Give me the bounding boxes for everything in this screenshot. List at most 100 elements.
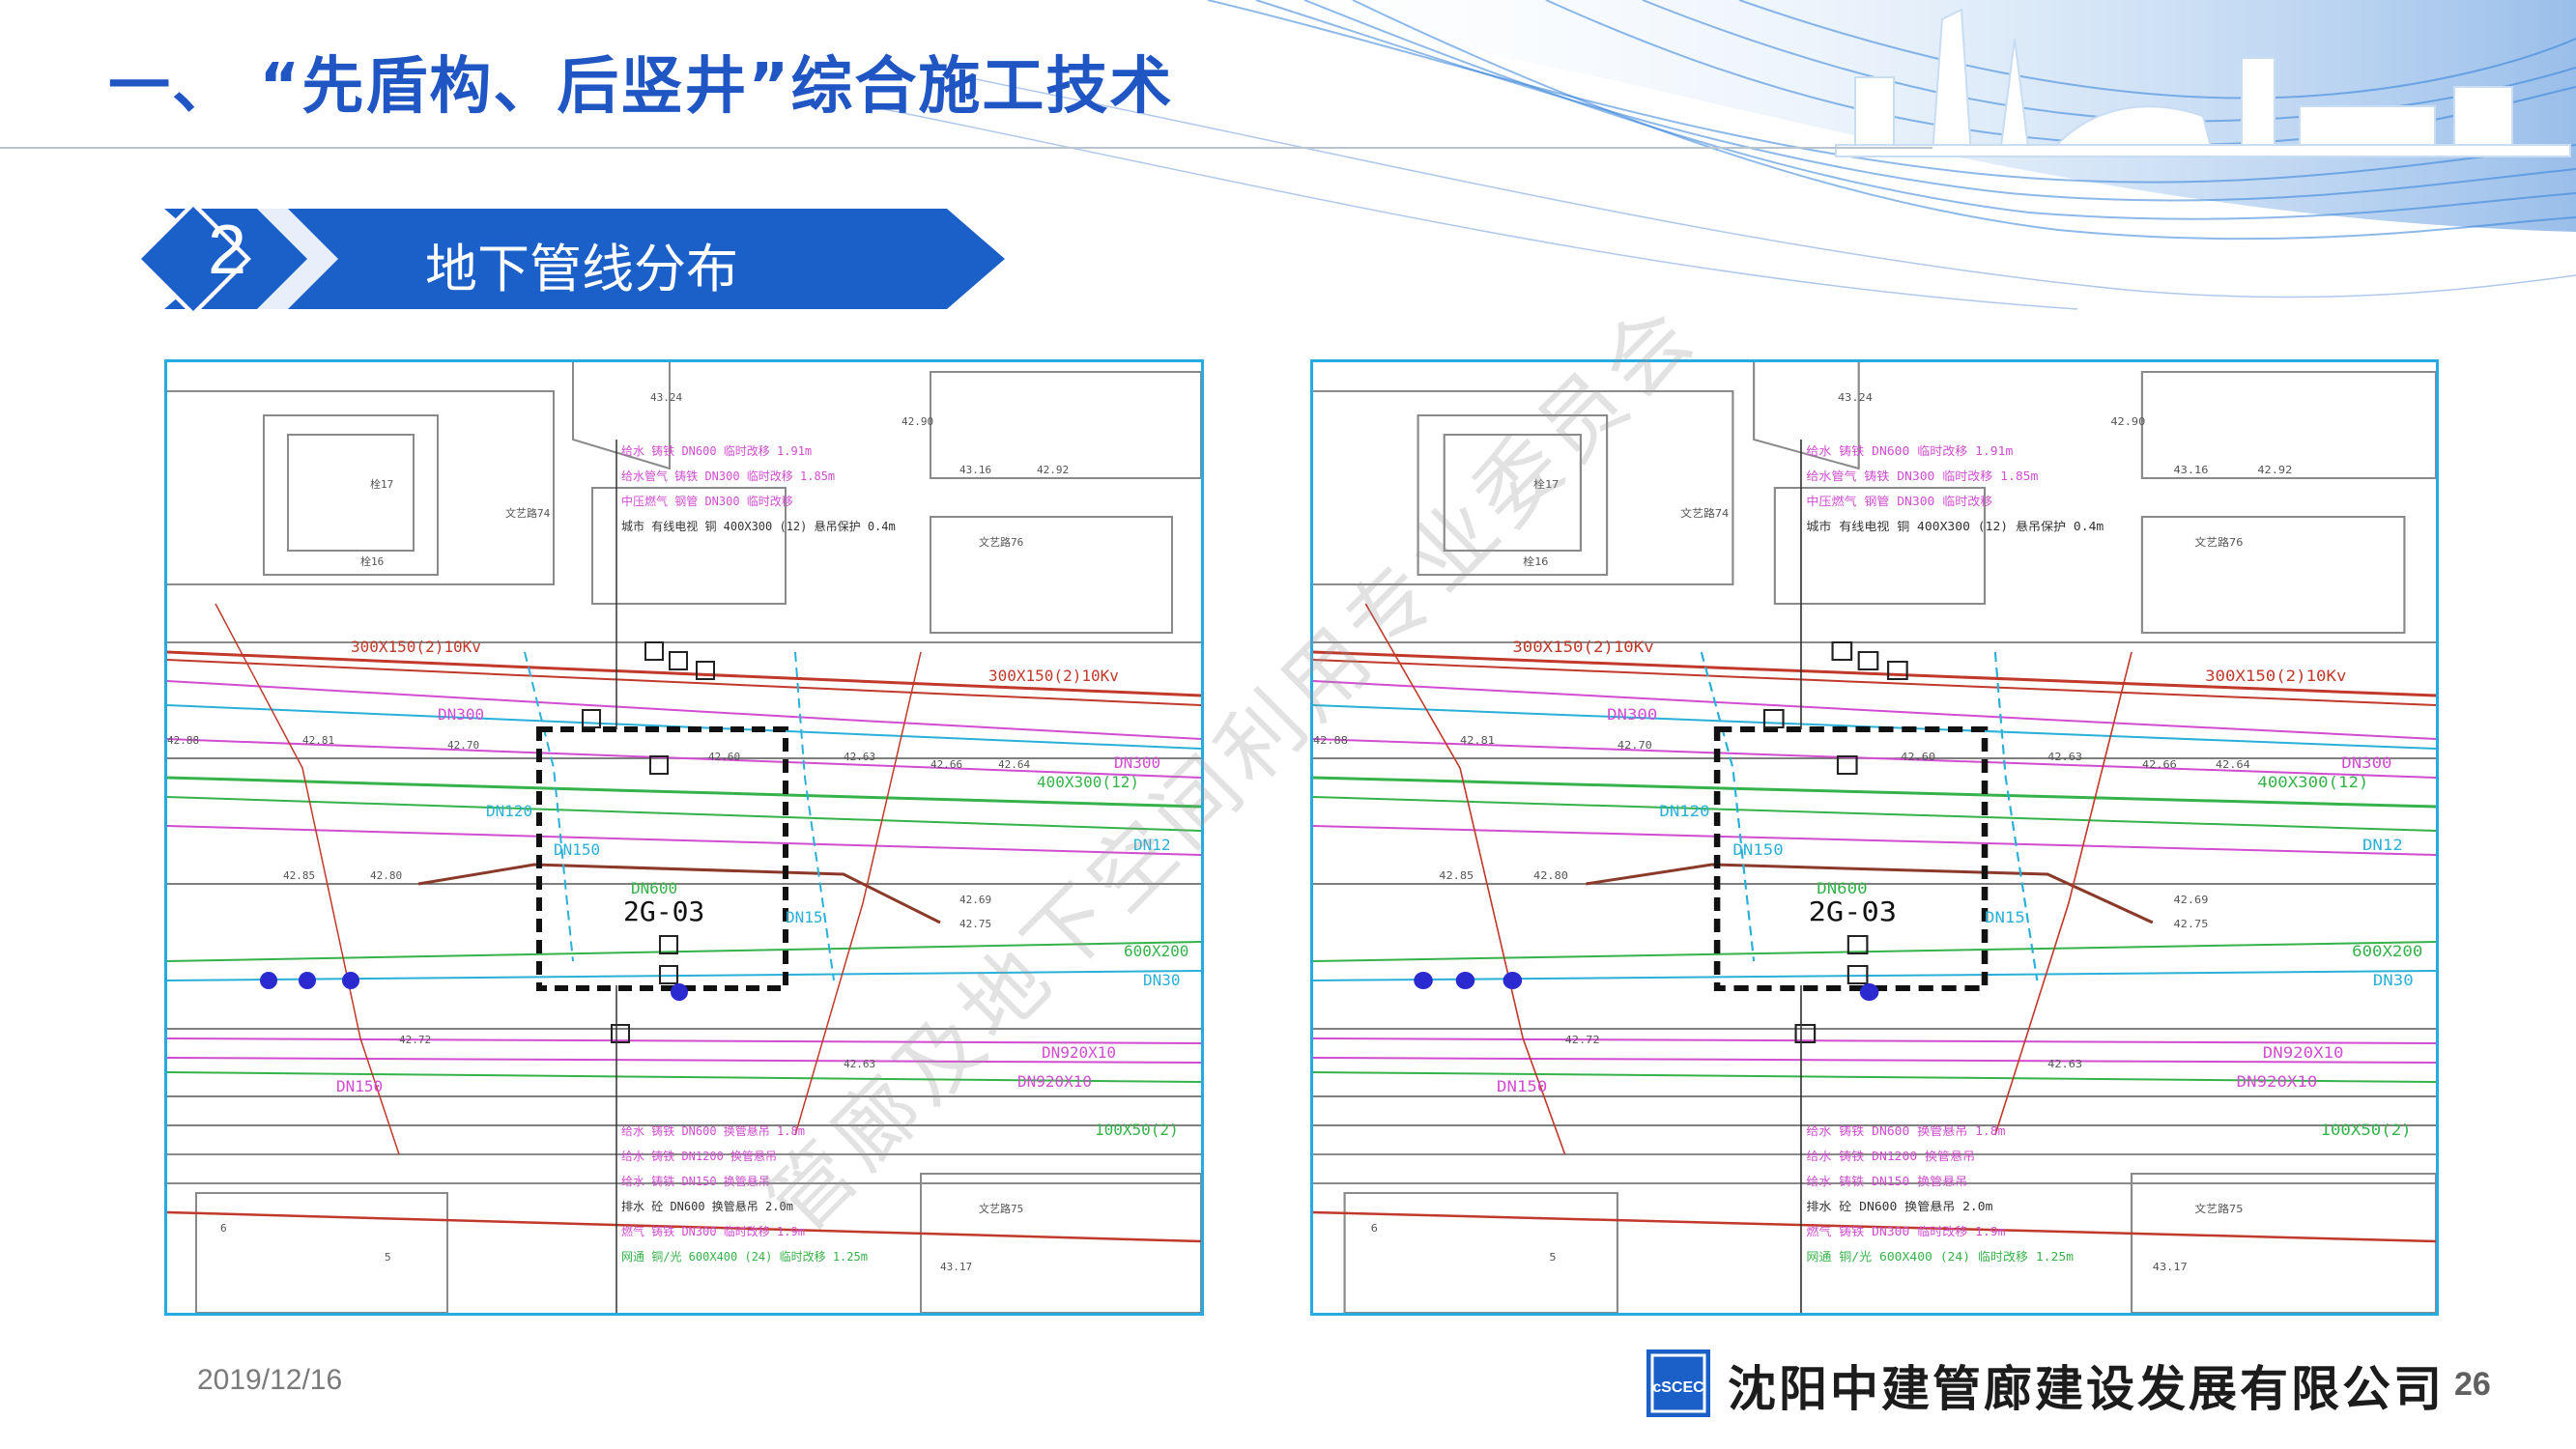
power-line: [1313, 659, 2436, 706]
elevation: 42.88: [1313, 733, 1348, 746]
note-line: 给水 铸铁 DN150 换管悬吊: [621, 1174, 770, 1188]
building-labels: 栓17 栓16 文艺路74 文艺路76 文艺路75 6 5: [1371, 477, 2244, 1263]
pipe-label: DN15: [1985, 908, 2025, 926]
pipe-label: DN920X10: [1042, 1043, 1116, 1062]
pipe-label: DN300: [1607, 705, 1657, 724]
building-label: 5: [1549, 1250, 1556, 1263]
note-line: 给水 铸铁 DN1200 换管悬吊: [621, 1149, 777, 1163]
building-label: 6: [220, 1222, 227, 1235]
shaft-label: 2G-03: [1809, 895, 1898, 927]
building-outline: [920, 1173, 1201, 1313]
telecom-line: [1313, 1071, 2436, 1083]
power-line: [167, 659, 1201, 706]
water-line: [1313, 970, 2436, 981]
company-logo-icon: cSCEC: [1646, 1350, 1710, 1417]
note-line: 城市 有线电视 铜 400X300 (12) 悬吊保护 0.4m: [1806, 520, 2104, 533]
building-outline: [2140, 516, 2406, 634]
pipeline-map-left: 2G-03 给水 铸铁 DN600 临时改移 1.91m 给水管气 铸铁 D: [167, 362, 1201, 1313]
elevation: 42.90: [902, 415, 933, 428]
elevation: 42.63: [844, 751, 875, 763]
pipe-label: DN150: [336, 1077, 383, 1095]
manhole-marker: [649, 755, 669, 775]
elevation: 42.72: [1565, 1033, 1600, 1045]
elevation: 42.63: [2047, 1057, 2082, 1069]
building-labels: 栓17 栓16 文艺路74 文艺路76 文艺路75 6 5: [220, 477, 1023, 1264]
pipe-label: 100X50(2): [2321, 1121, 2412, 1139]
bottom-notes: 给水 铸铁 DN600 换管悬吊 1.8m 给水 铸铁 DN1200 换管悬吊 …: [621, 1123, 868, 1264]
elevation: 42.72: [399, 1034, 431, 1046]
building-label: 文艺路74: [505, 506, 551, 520]
bottom-notes: 给水 铸铁 DN600 换管悬吊 1.8m 给水 铸铁 DN1200 换管悬吊 …: [1806, 1124, 2074, 1264]
elevation: 42.88: [167, 734, 199, 747]
gas-line: [1313, 680, 2436, 740]
elevation: 42.80: [370, 869, 402, 882]
elevation: 42.64: [2216, 757, 2250, 770]
building-label: 栓17: [1533, 477, 1559, 490]
building-outline: [1417, 414, 1609, 576]
valve-markers: [260, 972, 688, 1001]
elevation: 42.70: [1617, 738, 1652, 751]
elevation: 42.92: [2257, 463, 2292, 475]
building-label: 文艺路76: [2194, 535, 2243, 548]
pipe-labels: 300X150(2)10Kv 300X150(2)10Kv 400X300(12…: [1497, 638, 2422, 1139]
building-outline: [2130, 1173, 2436, 1313]
building-outline: [1773, 487, 1987, 605]
power-line: [1313, 1210, 2436, 1243]
pipe-label: DN920X10: [2263, 1043, 2344, 1062]
gas-line: [1313, 1057, 2436, 1064]
manhole-marker: [1794, 1024, 1817, 1043]
elevation: 42.66: [930, 758, 962, 771]
top-notes: 给水 铸铁 DN600 临时改移 1.91m 给水管气 铸铁 DN300 临时改…: [1806, 444, 2104, 533]
pipe-label: DN600: [1817, 879, 1867, 897]
elevation: 43.17: [2153, 1260, 2188, 1272]
note-line: 网通 铜/光 600X400 (24) 临时改移 1.25m: [1806, 1250, 2074, 1264]
elevation: 42.63: [844, 1058, 875, 1070]
pipe-label: DN30: [2373, 971, 2414, 989]
pipe-label: 600X200: [2352, 942, 2422, 960]
drawing-left: 2G-03 给水 铸铁 DN600 临时改移 1.91m 给水管气 铸铁 D: [164, 359, 1204, 1316]
telecom-line: [167, 796, 1201, 832]
pipe-label: DN150: [554, 840, 600, 859]
manhole-marker: [669, 651, 688, 670]
gas-line: [167, 1057, 1201, 1064]
elevation: 42.63: [2047, 750, 2082, 762]
note-line: 燃气 铸铁 DN300 临时改移 1.9m: [621, 1224, 805, 1238]
pipe-label: DN150: [1732, 840, 1783, 859]
manhole-marker: [696, 661, 715, 680]
building-label: 文艺路75: [979, 1202, 1023, 1215]
pipe-label: 300X150(2)10Kv: [2205, 667, 2346, 685]
elevation: 42.60: [708, 751, 740, 763]
elevation: 42.70: [447, 739, 479, 752]
note-line: 城市 有线电视 铜 400X300 (12) 悬吊保护 0.4m: [621, 519, 896, 533]
building-outline: [195, 1192, 448, 1313]
elevation: 42.60: [1901, 750, 1935, 762]
building-label: 6: [1371, 1221, 1378, 1234]
manhole-marker: [644, 641, 664, 661]
telecom-line: [1313, 796, 2436, 832]
pipe-label: DN12: [1133, 836, 1171, 854]
note-line: 给水管气 铸铁 DN300 临时改移 1.85m: [1806, 469, 2038, 483]
elevation: 42.69: [2174, 893, 2209, 905]
elevation: 43.16: [959, 464, 991, 476]
pipe-label: 400X300(12): [1037, 773, 1139, 791]
section-number: 2: [207, 212, 247, 289]
pipe-label: DN15: [786, 908, 823, 926]
note-line: 中压燃气 钢管 DN300 临时改移: [1806, 495, 1992, 508]
building-outline: [287, 434, 415, 552]
elevation: 42.85: [283, 869, 315, 882]
pipe-label: 400X300(12): [2257, 773, 2368, 791]
note-line: 给水 铸铁 DN150 换管悬吊: [1806, 1175, 1967, 1188]
shaft-outline: [1713, 726, 1989, 991]
valve-markers: [1414, 972, 1879, 1001]
building-label: 文艺路74: [1680, 506, 1729, 519]
elevation: 42.69: [959, 894, 991, 906]
manhole-marker: [1836, 755, 1858, 775]
pipe-labels: 300X150(2)10Kv 300X150(2)10Kv 400X300(12…: [336, 638, 1188, 1139]
pipe-label: DN920X10: [1017, 1072, 1092, 1091]
drawing-right: 2G-03 给水 铸铁 DN600 临时改移 1.91m 给水管气 铸铁 DN3…: [1310, 359, 2439, 1316]
elevation: 42.80: [1533, 868, 1568, 881]
elevation: 43.24: [1838, 390, 1873, 403]
manhole-marker: [611, 1024, 630, 1043]
elevation: 42.92: [1037, 464, 1069, 476]
elevation: 43.24: [650, 391, 682, 404]
